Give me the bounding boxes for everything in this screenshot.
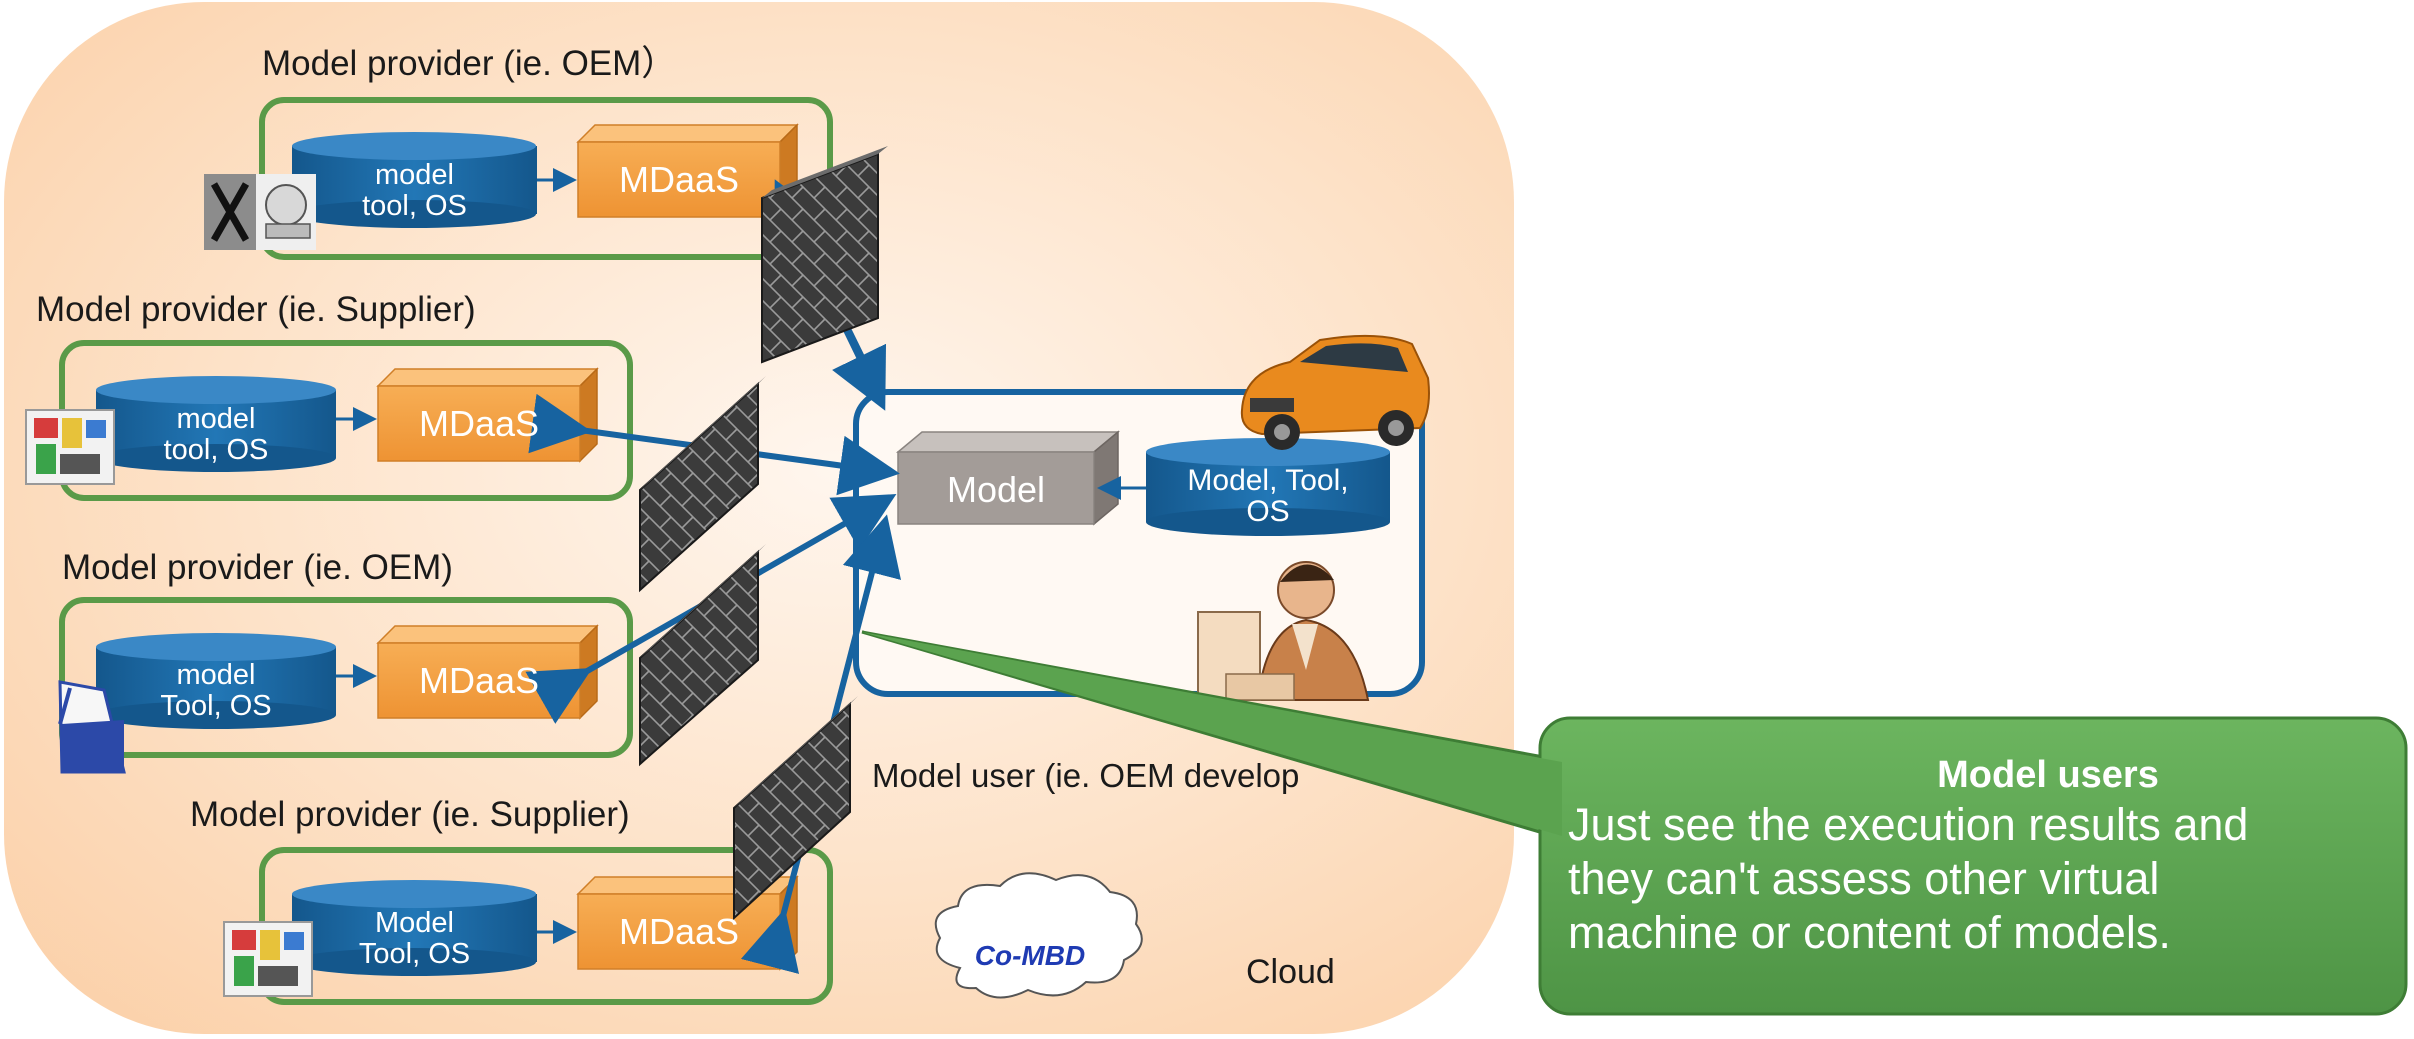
model-users-callout	[861, 630, 2408, 1016]
provider-title: Model provider (ie. Supplier)	[190, 795, 630, 834]
callout-body: Just see the execution results and they …	[1568, 798, 2388, 960]
person-at-computer-icon	[1197, 561, 1370, 701]
co-mbd-badge: Co-MBD	[974, 940, 1086, 971]
callout-line: machine or content of models.	[1568, 907, 2171, 958]
cylinder-line: tool, OS	[362, 190, 467, 222]
model-user-label: Model user (ie. OEM develop	[872, 757, 1300, 794]
database-cylinder	[96, 376, 336, 472]
cylinder-line: OS	[1246, 495, 1290, 528]
cylinder-label: Model Tool, OS	[292, 908, 537, 970]
cylinder-line: model	[176, 403, 256, 435]
callout-box	[1538, 716, 2408, 1016]
mdaas-label: MDaaS	[418, 660, 540, 701]
circuit-board-icon	[223, 921, 313, 997]
mdaas-label: MDaaS	[618, 911, 740, 952]
car-icon	[1240, 334, 1430, 450]
blue-document-icon	[58, 680, 126, 774]
firewall-1	[761, 146, 888, 364]
mdaas-label: MDaaS	[618, 159, 740, 200]
provider-title: Model provider (ie. OEM）	[262, 44, 677, 83]
provider-title: Model provider (ie. OEM)	[62, 548, 453, 587]
cylinder-label: model Tool, OS	[96, 660, 336, 722]
firewall-3	[639, 544, 766, 767]
callout-text: Model users Just see the execution resul…	[1568, 752, 2388, 960]
cylinder-line: Model, Tool,	[1187, 464, 1349, 497]
cylinder-line: Model	[375, 907, 454, 939]
model-box-label: Model	[946, 469, 1046, 510]
database-cylinder	[1146, 438, 1390, 536]
co-mbd-cloud-shape	[934, 872, 1143, 999]
firewall-2	[639, 376, 766, 593]
provider-title: Model provider (ie. Supplier)	[36, 290, 476, 329]
cloud-label: Cloud	[1246, 953, 1335, 991]
cylinder-line: model	[375, 159, 454, 191]
callout-line: Just see the execution results and	[1568, 799, 2249, 850]
cylinder-line: Tool, OS	[160, 690, 272, 722]
database-cylinder	[292, 132, 537, 228]
cylinder-line: Tool, OS	[358, 938, 471, 970]
cylinder-label: model tool, OS	[292, 160, 537, 222]
model-box	[895, 430, 1121, 526]
cylinder-line: tool, OS	[163, 434, 269, 466]
engine-icon	[204, 174, 316, 250]
mdaas-label: MDaaS	[418, 403, 540, 444]
cylinder-label: model tool, OS	[96, 404, 336, 466]
provider-group-1	[204, 97, 833, 260]
mdaas-box	[576, 123, 799, 219]
firewall-4	[733, 696, 858, 921]
cylinder-line: model	[176, 659, 256, 691]
callout-line: they can't assess other virtual	[1568, 853, 2160, 904]
user-cylinder-label: Model, Tool, OS	[1146, 465, 1390, 527]
database-cylinder	[292, 880, 537, 976]
circuit-board-icon	[25, 409, 115, 485]
model-user-panel	[853, 334, 1430, 701]
database-cylinder	[96, 633, 336, 729]
callout-title: Model users	[1937, 754, 2159, 796]
